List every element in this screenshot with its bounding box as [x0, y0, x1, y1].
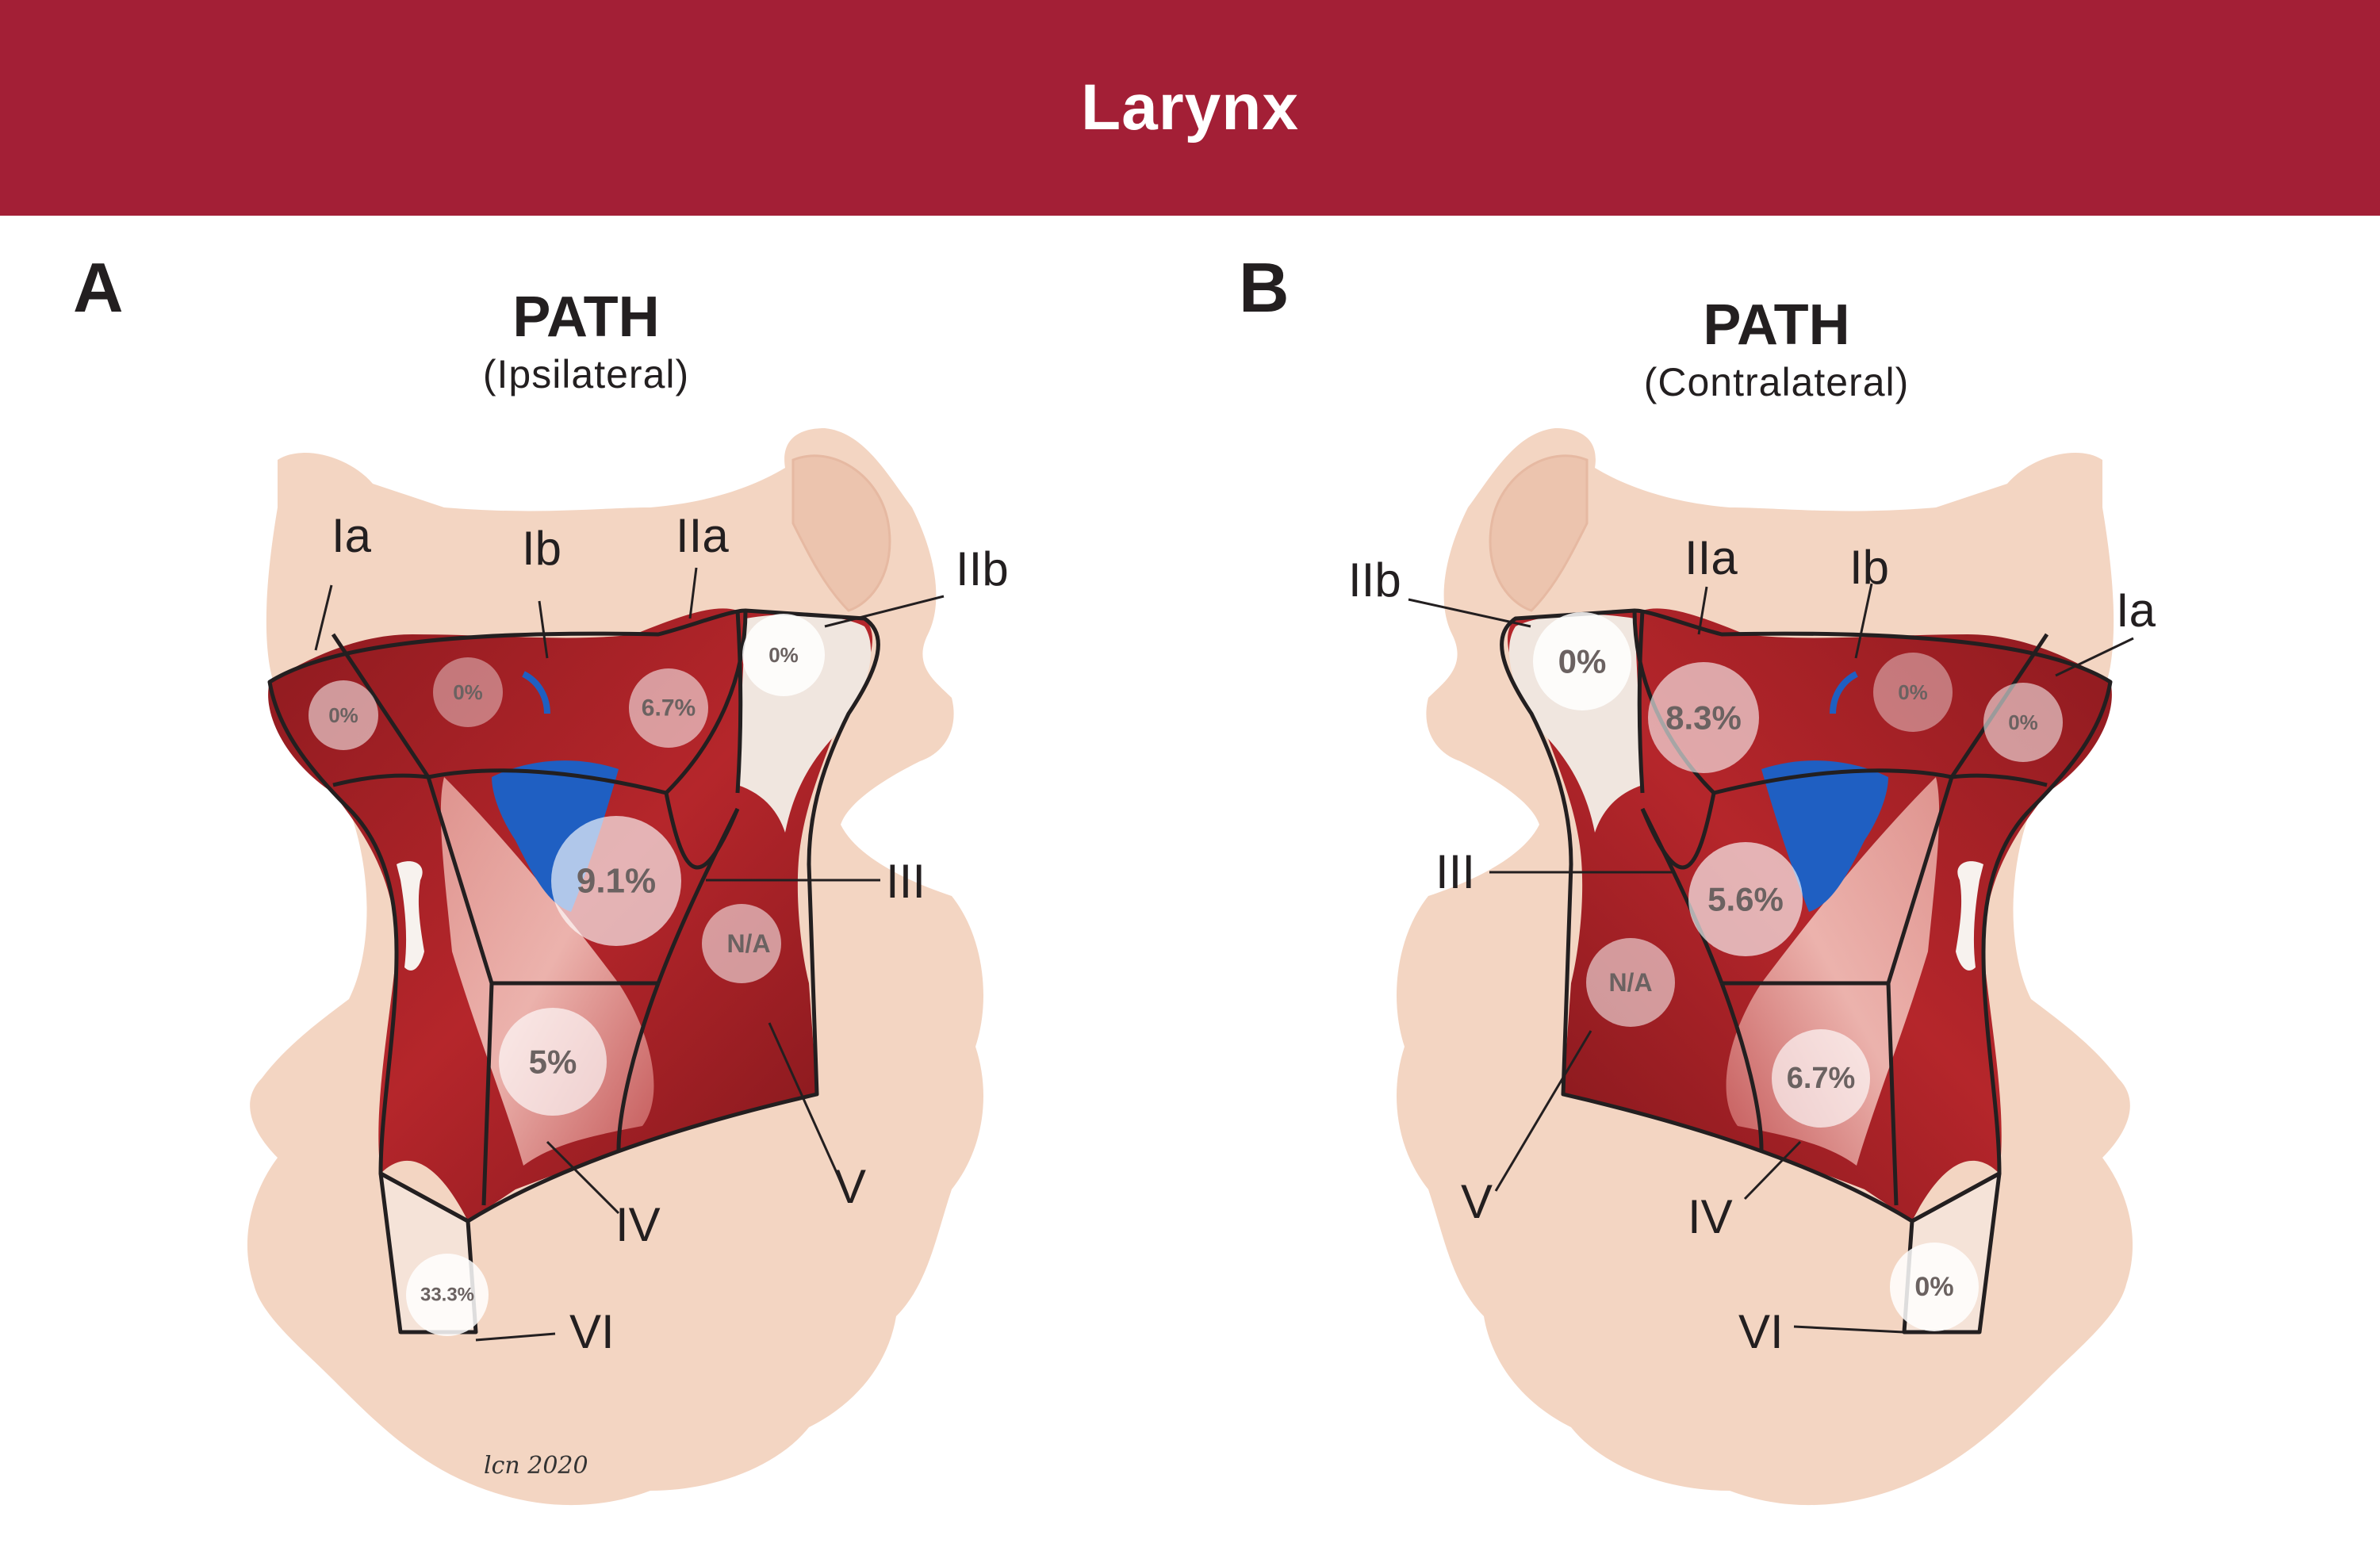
panel-b-diagram: 0% 0% 8.3% 0% 5.6% N/A 6.7% 0% Ia Ib IIa…	[1348, 428, 2156, 1506]
panel-b-value-iib: 0%	[1558, 643, 1607, 680]
panel-b-facial-vein	[1830, 671, 1858, 714]
panel-a-title-main: PATH	[512, 285, 660, 349]
panel-b-jugular-vein	[1761, 760, 1888, 912]
panel-a-jugular-vein	[492, 760, 619, 912]
panel-a-label-iii: III	[886, 855, 926, 908]
panel-b-label-iii: III	[1435, 845, 1475, 898]
panel-a-leader-lines	[314, 567, 945, 1342]
panel-b-letter: B	[1239, 248, 1290, 327]
panel-b-values: 0% 0% 8.3% 0% 5.6% N/A 6.7% 0%	[1558, 643, 2038, 1303]
panel-a-label-iia: IIa	[676, 509, 729, 562]
panel-b-label-ib: Ib	[1849, 541, 1889, 594]
banner-title: Larynx	[1081, 71, 1299, 144]
panel-a-level-outlines	[267, 608, 880, 1334]
panel-a-value-iib: 0%	[768, 643, 799, 667]
panel-b-title-main: PATH	[1703, 293, 1850, 357]
panel-a-facial-vein	[522, 671, 550, 714]
panel-b-value-vi: 0%	[1914, 1272, 1953, 1302]
panel-a-value-ia: 0%	[328, 703, 358, 727]
panel-b-value-ia: 0%	[2008, 710, 2038, 734]
panel-a-label-vi: VI	[569, 1305, 615, 1358]
panel-a-value-iia: 6.7%	[642, 695, 696, 722]
panel-b-ear	[1489, 454, 1589, 612]
panel-b-value-bubbles	[1533, 612, 2063, 1331]
panel-b-value-iia: 8.3%	[1665, 699, 1742, 737]
artist-signature: lcn 2020	[484, 1452, 588, 1480]
panel-a-letter: A	[73, 248, 124, 327]
panel-a-label-v: V	[834, 1160, 866, 1213]
panel-b-title-sub: (Contralateral)	[1643, 360, 1910, 404]
panel-b-label-iia: IIa	[1684, 531, 1738, 584]
panel-a-hyoid	[397, 861, 424, 971]
panel-b-label-vi: VI	[1738, 1305, 1784, 1358]
panel-a-value-iii: 9.1%	[577, 862, 656, 901]
panel-b-label-ia: Ia	[2116, 584, 2156, 637]
panel-a-label-ia: Ia	[332, 509, 372, 562]
panel-b-value-ib: 0%	[1898, 680, 1928, 704]
panel-b-value-iii: 5.6%	[1707, 881, 1784, 918]
panel-a-values: 0% 0% 6.7% 0% 9.1% N/A 5% 33.3%	[328, 643, 799, 1306]
panel-a-level-labels: Ia Ib IIa IIb III IV V VI	[332, 509, 1009, 1358]
panel-b-level-labels: Ia Ib IIa IIb III IV V VI	[1348, 531, 2156, 1358]
panel-a-title-sub: (Ipsilateral)	[482, 352, 690, 396]
panel-a-value-vi: 33.3%	[420, 1285, 474, 1306]
panel-a-label-iib: IIb	[956, 542, 1009, 595]
panel-b-value-v: N/A	[1608, 968, 1652, 997]
panel-b-label-iv: IV	[1688, 1190, 1733, 1243]
panel-a-value-v: N/A	[726, 929, 770, 958]
panel-b-value-iv: 6.7%	[1787, 1062, 1856, 1095]
panel-b-label-v: V	[1461, 1175, 1493, 1228]
panel-b-label-iib: IIb	[1348, 553, 1401, 607]
panel-a-value-bubbles	[309, 614, 825, 1336]
panel-a-label-ib: Ib	[522, 522, 561, 575]
panel-b-hyoid	[1956, 861, 1983, 971]
panel-b-level-outlines	[1500, 608, 2113, 1334]
panel-a-ear	[791, 454, 891, 612]
panel-a-value-iv: 5%	[529, 1043, 577, 1081]
title-banner: Larynx	[0, 0, 2380, 216]
panel-a-diagram: 0% 0% 6.7% 0% 9.1% N/A 5% 33.3% Ia Ib II…	[247, 428, 1009, 1506]
panel-a-value-ib: 0%	[453, 680, 483, 704]
panel-b-title: PATH (Contralateral)	[1539, 293, 2014, 408]
panel-a-title: PATH (Ipsilateral)	[348, 285, 824, 400]
panel-b-leader-lines	[1408, 583, 2134, 1334]
panel-a-label-iv: IV	[615, 1198, 661, 1251]
